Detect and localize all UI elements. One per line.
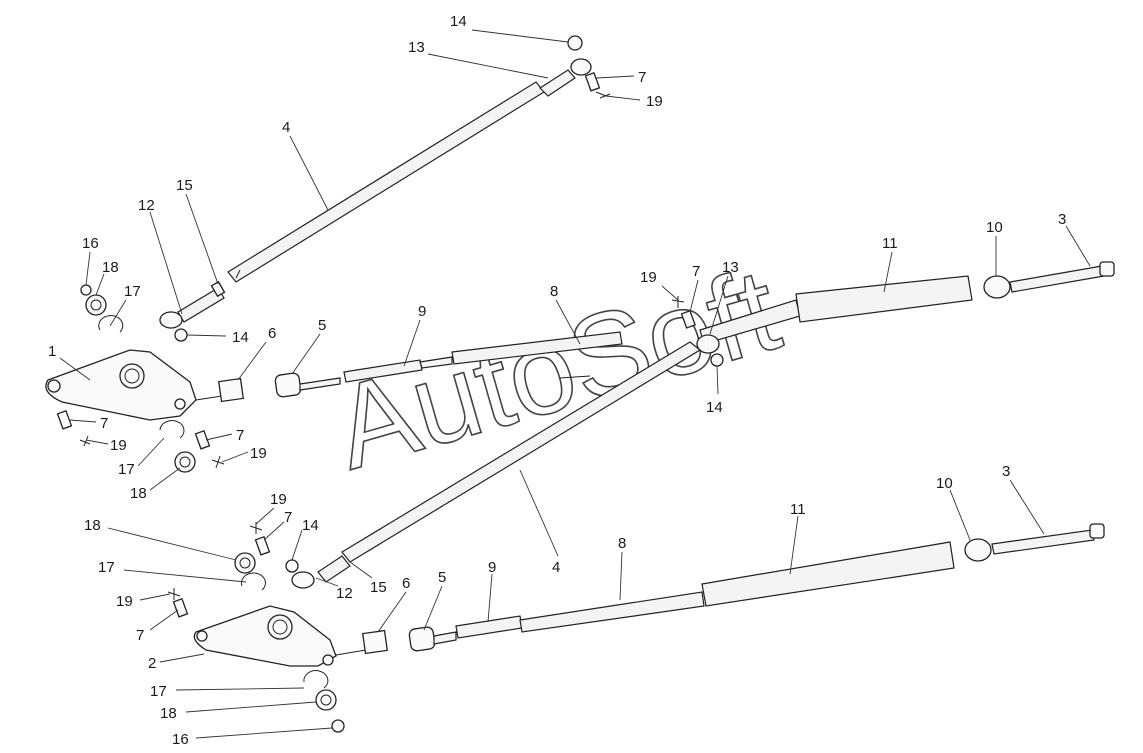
lower-lever-2 [167, 522, 345, 733]
leader-lines-lower [107, 469, 1045, 739]
middle-joint-13 [671, 296, 724, 367]
callout-12-upper: 12 [138, 197, 155, 214]
upper-spring-rod-assembly [195, 261, 1115, 403]
callout-2: 2 [148, 655, 156, 672]
callout-7-mid: 7 [692, 263, 700, 280]
callout-19-left: 19 [110, 437, 127, 454]
callout-7-left: 7 [100, 415, 108, 432]
leader-lines [59, 29, 1091, 491]
callout-17-lower-a: 17 [98, 559, 115, 576]
callout-6-upper: 6 [268, 325, 276, 342]
callout-17-lower-b: 17 [150, 683, 167, 700]
callout-5-lower: 5 [438, 569, 446, 586]
callout-16-upper: 16 [82, 235, 99, 252]
callout-12-lower: 12 [336, 585, 353, 602]
callout-17-upper: 17 [124, 283, 141, 300]
lower-spring-rod-assembly [335, 523, 1105, 656]
callout-14-upper: 14 [232, 329, 249, 346]
upper-rod-end-12 [159, 280, 226, 329]
callout-9-lower: 9 [488, 559, 496, 576]
callout-19-right: 19 [250, 445, 267, 462]
callout-13-top: 13 [408, 39, 425, 56]
callout-3-upper: 3 [1058, 211, 1066, 228]
callout-4-lower: 4 [552, 559, 560, 576]
callout-9-upper: 9 [418, 303, 426, 320]
callout-14-mid: 14 [706, 399, 723, 416]
callout-8-lower: 8 [618, 535, 626, 552]
callout-3-lower: 3 [1002, 463, 1010, 480]
callout-7-top: 7 [638, 69, 646, 86]
lower-tie-rod-4 [291, 341, 702, 589]
callouts: 14 13 7 19 4 15 12 16 18 17 1 14 6 5 9 8… [48, 13, 1066, 748]
callout-10-lower: 10 [936, 475, 953, 492]
callout-17-mid: 17 [118, 461, 135, 478]
callout-16-lower: 16 [172, 731, 189, 748]
callout-14-top: 14 [450, 13, 467, 30]
callout-11-upper: 11 [882, 235, 898, 252]
callout-14-lower: 14 [302, 517, 319, 534]
callout-6-lower: 6 [402, 575, 410, 592]
callout-8-upper: 8 [550, 283, 558, 300]
callout-19-mid: 19 [640, 269, 657, 286]
upper-tie-rod-4 [227, 35, 611, 283]
callout-7-lower-b: 7 [136, 627, 144, 644]
callout-7-right: 7 [236, 427, 244, 444]
callout-5-upper: 5 [318, 317, 326, 334]
callout-1: 1 [48, 343, 56, 360]
callout-15-lower: 15 [370, 579, 387, 596]
callout-10-upper: 10 [986, 219, 1003, 236]
callout-18-mid: 18 [130, 485, 147, 502]
callout-18-upper: 18 [102, 259, 119, 276]
callout-18-lower-a: 18 [84, 517, 101, 534]
callout-19-lower-a: 19 [270, 491, 287, 508]
callout-19-top: 19 [646, 93, 663, 110]
callout-7-lower-a: 7 [284, 509, 292, 526]
callout-15-upper: 15 [176, 177, 193, 194]
callout-11-lower: 11 [790, 501, 806, 518]
upper-lever-1 [45, 284, 225, 473]
callout-18-lower-b: 18 [160, 705, 177, 722]
callout-13-mid: 13 [722, 259, 739, 276]
callout-4-upper: 4 [282, 119, 290, 136]
callout-19-lower-b: 19 [116, 593, 133, 610]
